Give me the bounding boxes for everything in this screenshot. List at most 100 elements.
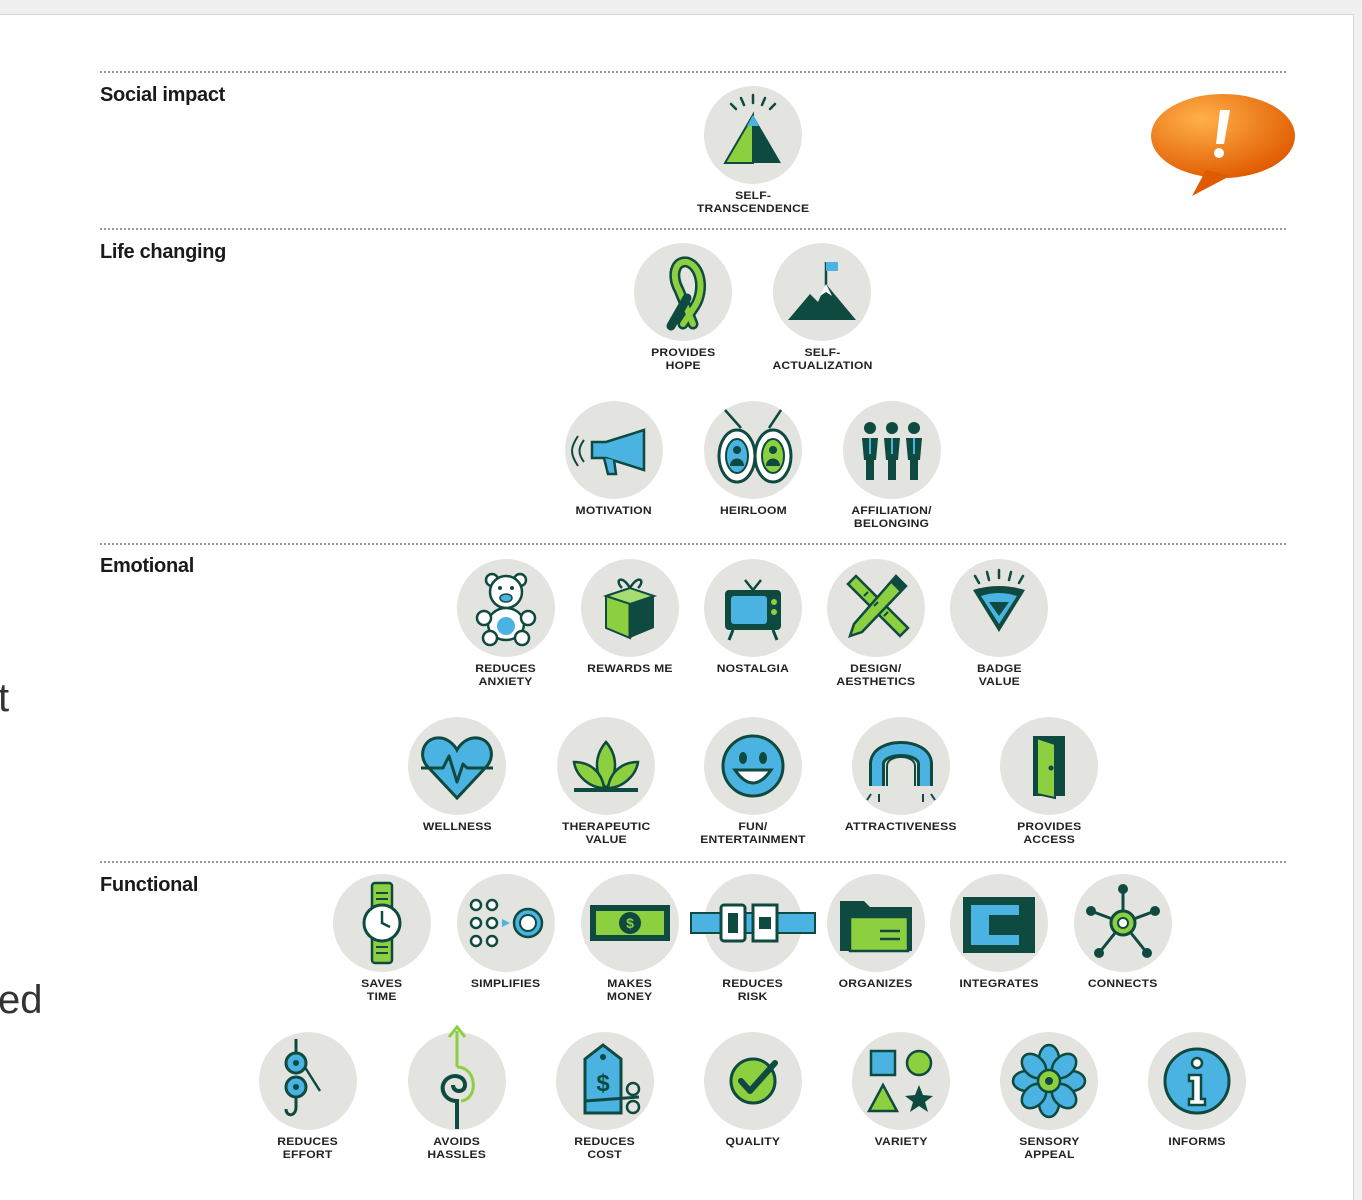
divider [100,543,1286,545]
icon-circle [1074,874,1172,972]
icon-circle [704,717,802,815]
item-label: ORGANIZES [839,978,913,990]
icon-circle [408,717,506,815]
item-label: THERAPEUTIC VALUE [561,821,651,846]
item-label: AVOIDS HASSLES [427,1136,487,1161]
plant-icon [572,740,640,792]
folder-icon [840,901,912,953]
item-reduces-cost: $ REDUCES COST [530,1032,680,1162]
icon-circle [950,559,1048,657]
badge-icon [973,568,1025,632]
item-badge-value: BADGE VALUE [924,559,1074,689]
megaphone-icon [571,428,646,476]
icon-circle [457,559,555,657]
icon-circle: $ [556,1032,654,1130]
item-label: WELLNESS [422,821,492,833]
item-heirloom: HEIRLOOM [678,401,828,518]
spiral-icon [440,1024,475,1129]
item-label: FUN/ ENTERTAINMENT [700,821,806,846]
item-label: CONNECTS [1088,978,1158,990]
item-saves-time: SAVES TIME [307,874,457,1004]
banknote-icon: $ [590,905,670,941]
item-sensory-appeal: SENSORY APPEAL [974,1032,1124,1162]
icon-circle [852,1032,950,1130]
item-label: REDUCES RISK [722,978,784,1003]
item-makes-money: $ MAKES MONEY [555,874,705,1004]
item-label: MAKES MONEY [607,978,653,1003]
dots-icon [469,898,544,948]
icon-circle [333,874,431,972]
icon-circle [704,559,802,657]
icon-circle [565,401,663,499]
section-label-functional: Functional [100,874,199,896]
icon-circle [1000,1032,1098,1130]
icon-circle [259,1032,357,1130]
icon-circle [704,401,802,499]
item-fun-entertainment: FUN/ ENTERTAINMENT [678,717,828,847]
item-label: SELF- ACTUALIZATION [771,347,873,372]
icon-circle [704,86,802,184]
pyramid-icon [723,93,781,164]
item-motivation: MOTIVATION [539,401,689,518]
alert-speech-bubble-icon [1151,94,1295,196]
icon-circle [827,559,925,657]
item-avoids-hassles: AVOIDS HASSLES [382,1024,532,1162]
item-label: DESIGN/ AESTHETICS [836,663,916,688]
section-label-social-impact: Social impact [100,84,226,106]
ribbon-icon [666,256,707,331]
icon-circle [852,717,950,815]
item-provides-access: PROVIDES ACCESS [974,717,1124,847]
item-label: REWARDS ME [587,663,673,675]
icon-circle [843,401,941,499]
item-design-aesthetics: DESIGN/ AESTHETICS [801,559,951,689]
price-tag-icon: $ [583,1043,641,1115]
item-self-transcendence: SELF- TRANSCENDENCE [678,86,828,216]
integrate-icon [963,897,1035,953]
item-informs: INFORMS [1122,1032,1272,1149]
item-reduces-anxiety: REDUCES ANXIETY [431,559,581,689]
watch-icon [362,881,402,965]
item-quality: QUALITY [678,1032,828,1149]
item-label: SIMPLIFIES [471,978,541,990]
pencil-ruler-icon [846,574,910,638]
icon-circle: $ [581,874,679,972]
icon-circle [408,1024,506,1130]
icon-circle [690,874,816,972]
gift-icon [602,578,658,640]
smiley-icon [721,734,785,798]
item-provides-hope: PROVIDES HOPE [608,243,758,373]
divider [100,228,1286,230]
divider [100,861,1286,863]
network-icon [1086,884,1160,958]
mountain-flag-icon [788,262,856,320]
item-label: BADGE VALUE [976,663,1022,688]
item-attractiveness: ATTRACTIVENESS [826,717,976,834]
item-label: INFORMS [1168,1136,1226,1148]
item-reduces-risk: REDUCES RISK [678,874,828,1004]
divider [100,71,1286,73]
item-label: SENSORY APPEAL [1018,1136,1080,1161]
icon-circle [773,243,871,341]
item-wellness: WELLNESS [382,717,532,834]
item-nostalgia: NOSTALGIA [678,559,828,676]
teddy-bear-icon [475,572,537,647]
check-icon [729,1057,778,1105]
item-label: REDUCES EFFORT [277,1136,339,1161]
item-label: AFFILIATION/ BELONGING [851,505,933,530]
shapes-icon [866,1049,933,1113]
svg-text:$: $ [596,1070,610,1097]
item-reduces-effort: REDUCES EFFORT [233,1032,383,1162]
cropped-side-text: ed [0,978,43,1022]
door-icon [1033,736,1065,800]
item-label: SAVES TIME [361,978,403,1003]
tv-icon [725,579,781,641]
flower-icon [1011,1043,1087,1119]
item-label: REDUCES COST [574,1136,636,1161]
info-icon [1163,1047,1231,1115]
scrollbar[interactable] [1353,14,1362,1200]
magnet-icon [866,741,936,802]
item-label: HEIRLOOM [719,505,787,517]
window-top-bar [0,0,1362,15]
icon-circle [704,1032,802,1130]
item-label: QUALITY [725,1136,781,1148]
